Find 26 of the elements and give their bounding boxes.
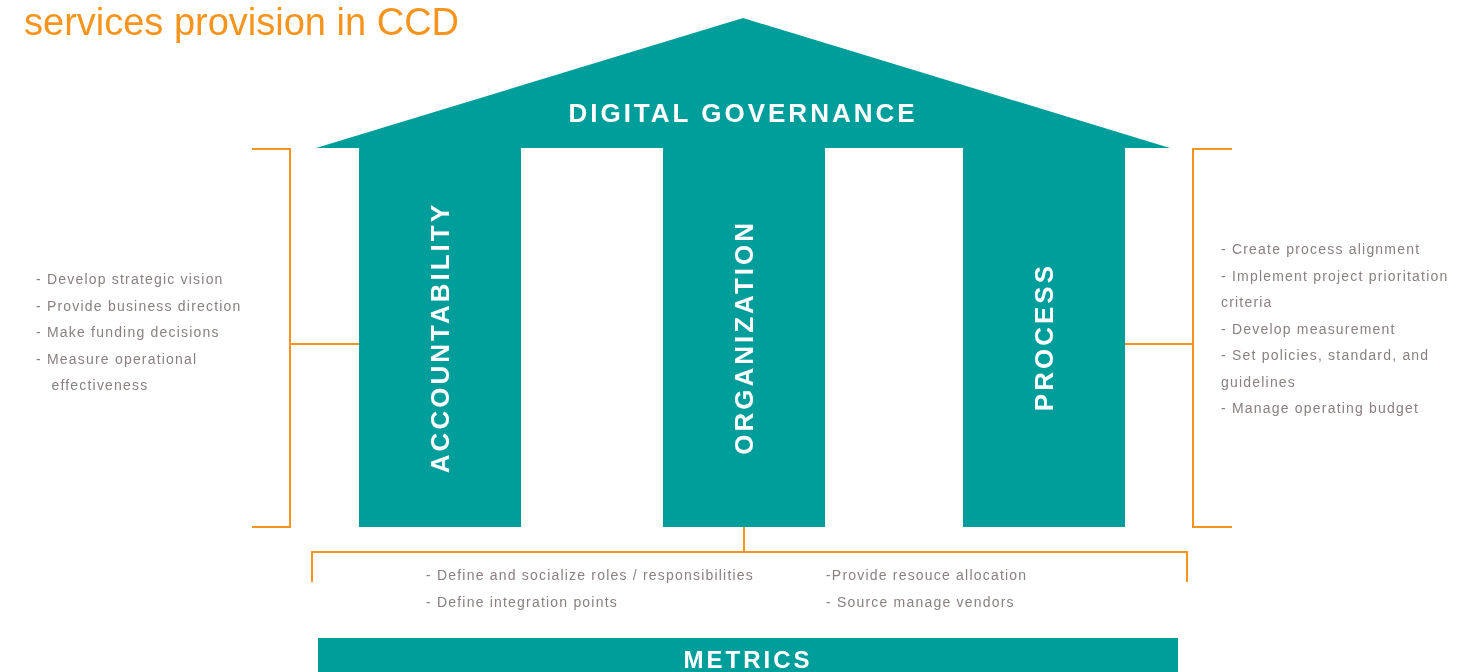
bullet-text: - Develop measurement — [1221, 319, 1397, 339]
bullet-text: - Provide business direction — [36, 296, 243, 316]
pillar-label: ORGANIZATION — [728, 220, 760, 455]
bullet-text: - Manage operating budget — [1221, 399, 1421, 418]
connector-line — [1124, 343, 1194, 345]
base-bar — [318, 638, 1178, 672]
connector-line — [289, 343, 360, 345]
connector-line — [743, 526, 745, 553]
roof-label: DIGITAL GOVERNANCE — [567, 98, 919, 129]
pillar-label: PROCESS — [1028, 263, 1060, 412]
bullet-text: - Create process alignment — [1221, 240, 1422, 259]
bullet-text: -Provide resouce allocation — [826, 566, 1029, 585]
pillar-label: ACCOUNTABILITY — [424, 201, 456, 474]
title: services provision in CCD — [24, 0, 459, 44]
pillar — [963, 148, 1125, 527]
pillar — [663, 148, 825, 527]
pillar — [359, 148, 521, 527]
bullet-text: - Define integration points — [426, 592, 619, 612]
bullet-text: - Develop strategic vision — [36, 270, 225, 289]
base-label: METRICS — [683, 646, 813, 672]
bullet-text: - Implement project prioritation criteria — [1221, 266, 1450, 312]
bullet-text: - Define and socialize roles / responsibilities — [426, 566, 755, 585]
bullet-text: - Measure operational effectiveness — [36, 349, 199, 395]
bullet-text: - Set policies, standard, and guidelines — [1221, 346, 1431, 392]
bullet-text: - Make funding decisions — [36, 323, 221, 342]
bullet-text: - Source manage vendors — [826, 592, 1016, 612]
